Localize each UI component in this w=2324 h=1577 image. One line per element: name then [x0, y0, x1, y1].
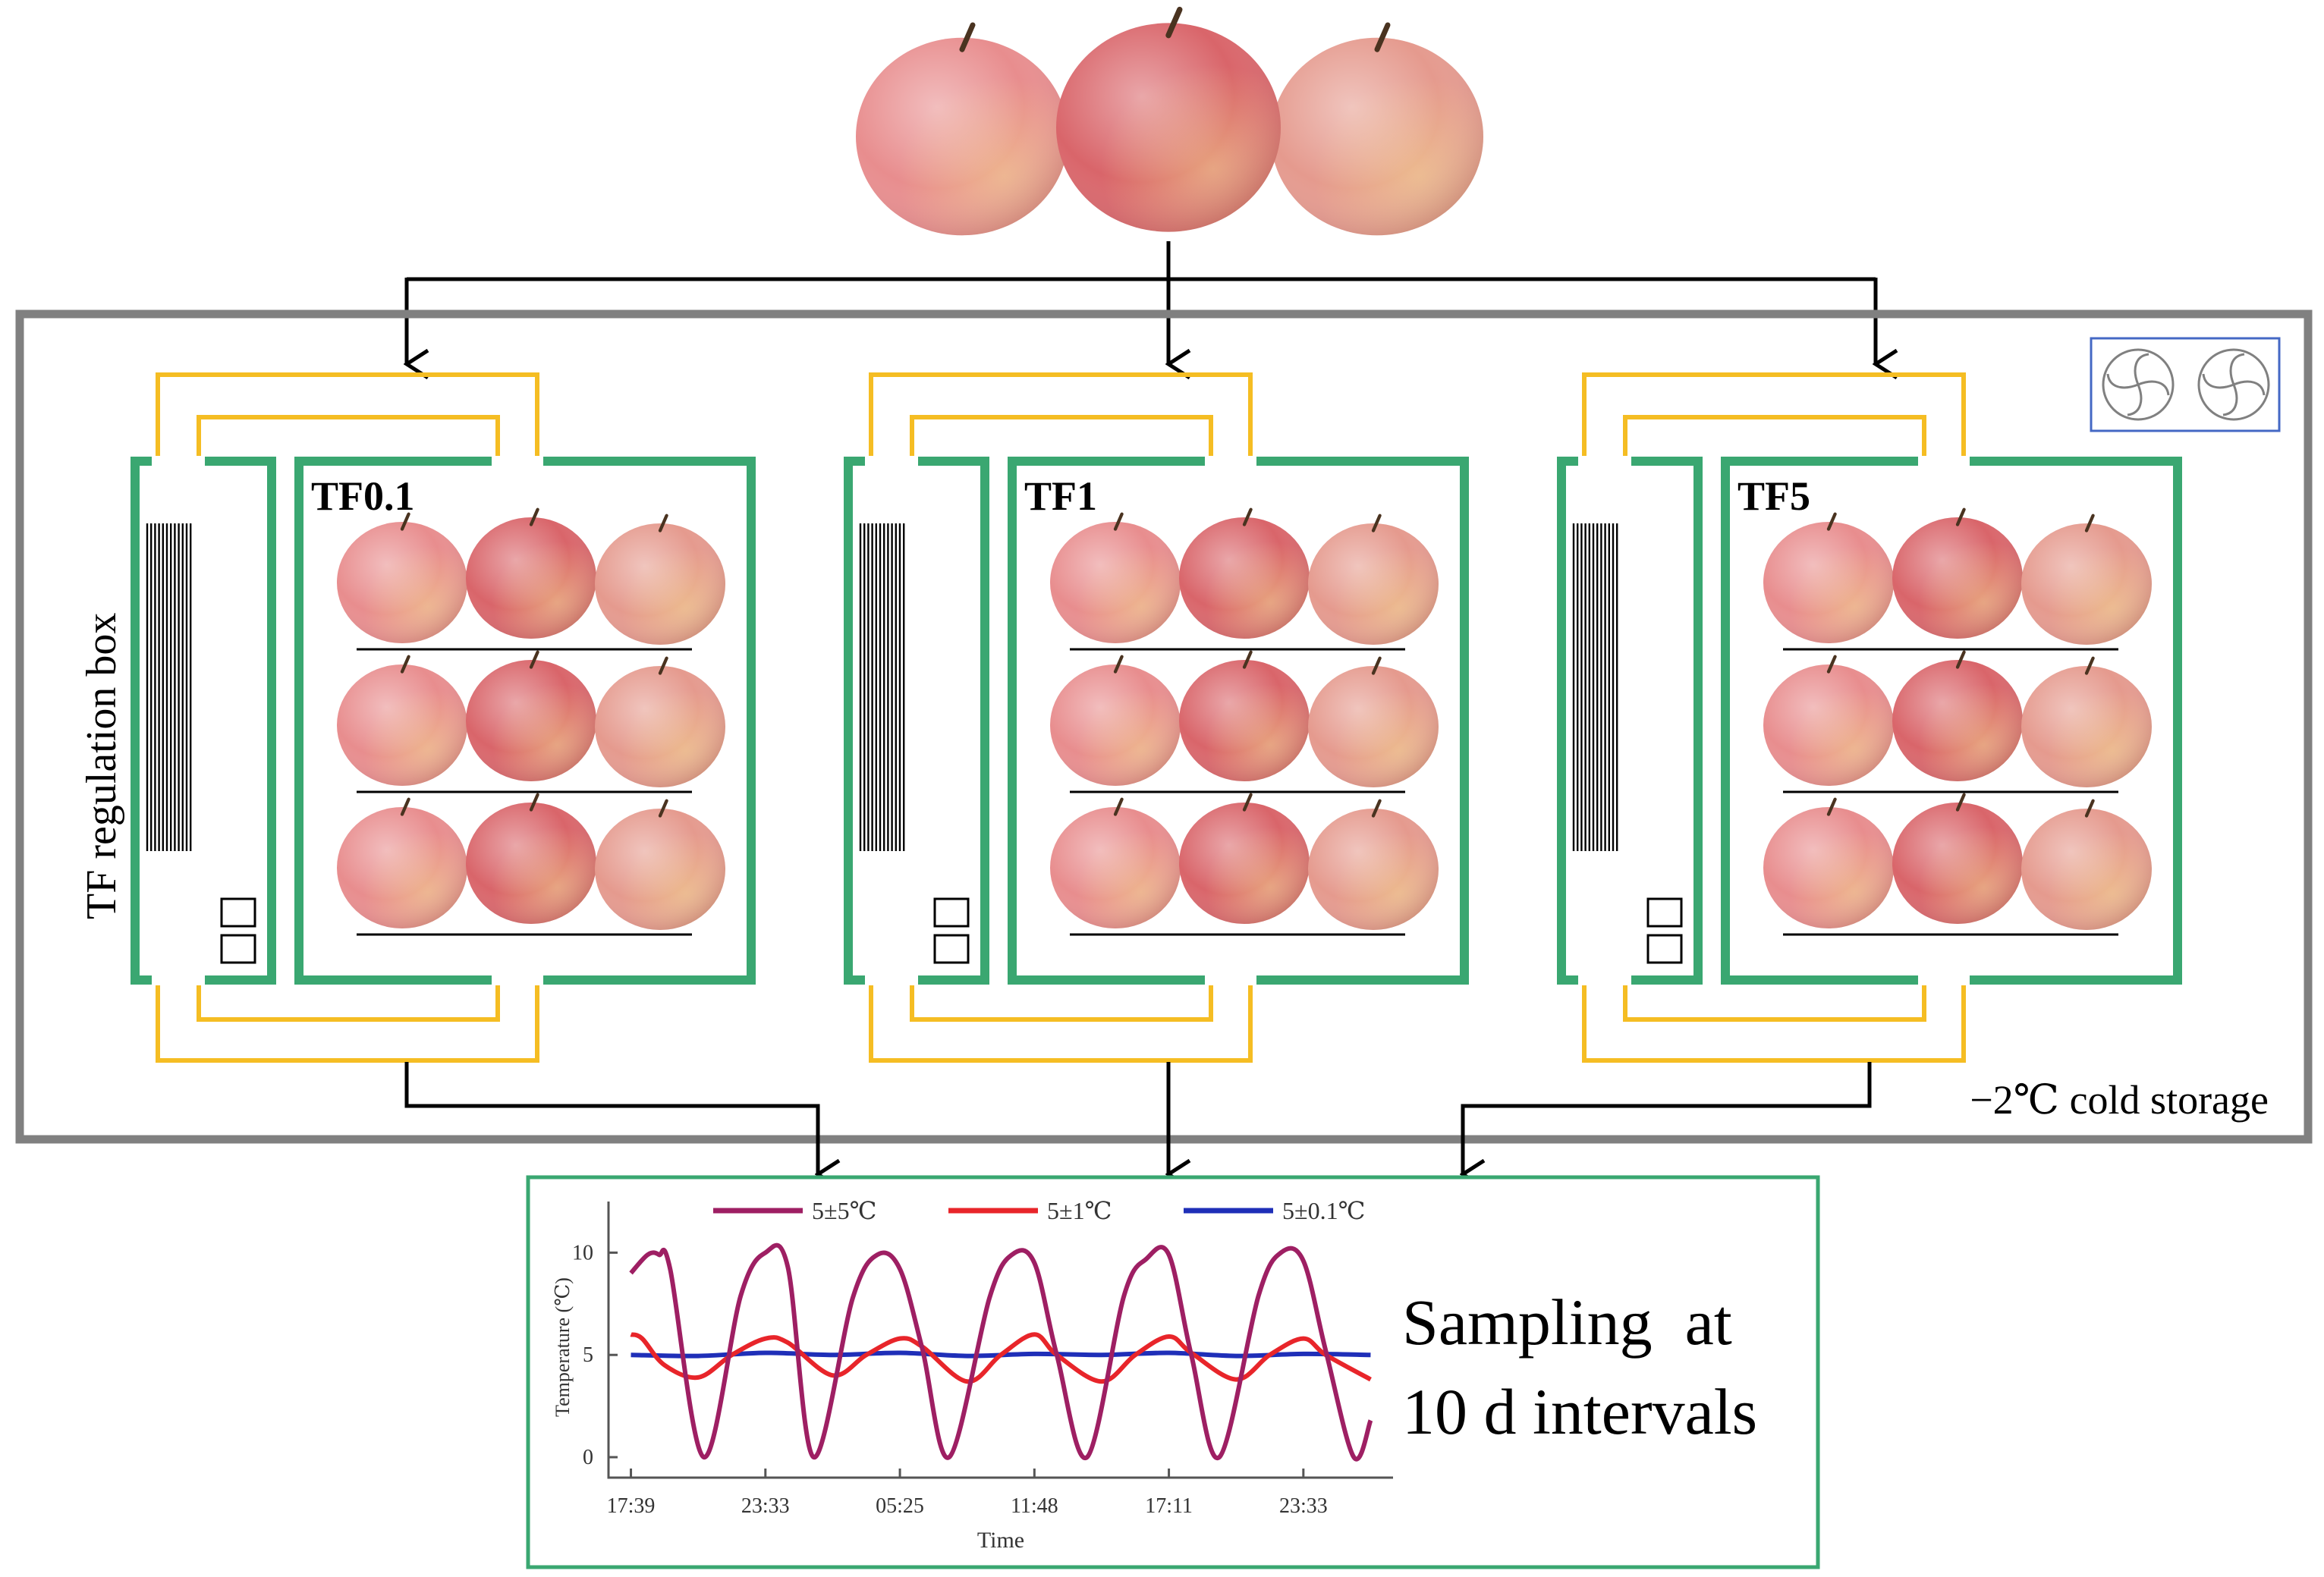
apple-icon	[2021, 514, 2152, 645]
collection-arrows	[404, 1062, 1872, 1174]
air-pipes	[1582, 372, 1966, 1063]
fan-icon	[2102, 348, 2175, 421]
svg-text:5±5℃: 5±5℃	[812, 1197, 876, 1224]
control-switch	[1646, 934, 1683, 964]
apple-icon	[466, 507, 596, 639]
regulation-box	[1557, 457, 1703, 985]
air-pipes	[156, 372, 539, 1063]
fan-unit	[2090, 337, 2281, 432]
fruit-box: TF0.1	[294, 457, 756, 985]
apple-icon	[1892, 507, 2023, 639]
control-switch	[1646, 897, 1683, 928]
apple-icon	[1308, 514, 1439, 645]
x-tick-label: 17:11	[1145, 1494, 1193, 1518]
regulation-box	[131, 457, 276, 985]
distribution-arrows	[407, 241, 1876, 364]
chambers: TF0.1 TF1 TF5	[131, 372, 2182, 1063]
chamber-2: TF1	[844, 372, 1469, 1063]
cold-storage-frame	[15, 309, 2313, 1144]
fruit-box: TF1	[1008, 457, 1469, 985]
control-switch	[933, 934, 970, 964]
legend-entry: 5±0.1℃	[1184, 1197, 1365, 1224]
apple-icon	[595, 799, 725, 930]
apple-icon	[1763, 797, 1894, 928]
control-switch	[220, 934, 256, 964]
apple-icon	[337, 797, 467, 928]
side-label: TF regulation box	[78, 613, 125, 919]
apple-icon	[466, 650, 596, 781]
apple-icon	[595, 514, 725, 645]
series-line	[629, 1242, 1373, 1462]
chamber-1: TF0.1	[131, 372, 756, 1063]
chart-panel	[526, 1175, 1820, 1569]
chart-axes	[607, 1202, 1393, 1479]
x-axis-label: Time	[977, 1528, 1024, 1553]
apple-icon	[1892, 650, 2023, 781]
apple-icon	[1179, 650, 1310, 781]
control-switch	[933, 897, 970, 928]
y-tick-label: 10	[572, 1241, 593, 1264]
apple-icon	[1763, 512, 1894, 643]
apple-icon	[337, 512, 467, 643]
apple-icon	[1892, 793, 2023, 924]
apple-icon	[1308, 656, 1439, 787]
regulation-box	[844, 457, 989, 985]
x-tick-label: 05:25	[876, 1494, 924, 1518]
apple-icon	[1056, 6, 1281, 232]
storage-label: −2℃ cold storage	[1970, 1077, 2269, 1123]
apple-icon	[856, 22, 1068, 236]
x-tick-label: 23:33	[1279, 1494, 1328, 1518]
chamber-label: TF5	[1737, 473, 1810, 519]
apple-icon	[2021, 799, 2152, 930]
heat-exchanger-icon	[1572, 523, 1618, 851]
legend-entry: 5±5℃	[713, 1197, 876, 1224]
chamber-3: TF5	[1557, 372, 2182, 1063]
svg-text:5±1℃: 5±1℃	[1047, 1197, 1112, 1224]
apple-icon	[1050, 655, 1181, 786]
chamber-label: TF1	[1024, 473, 1097, 519]
apple-icon	[2021, 656, 2152, 787]
apple-icon	[1271, 22, 1483, 236]
fan-icon	[2197, 348, 2270, 421]
sampling-line-2: 10 d intervals	[1402, 1375, 1757, 1448]
apple-icon	[1763, 655, 1894, 786]
svg-text:5±0.1℃: 5±0.1℃	[1282, 1197, 1365, 1224]
apple-icon	[1050, 512, 1181, 643]
y-tick-label: 0	[583, 1446, 593, 1469]
apple-icon	[1308, 799, 1439, 930]
apple-icon	[337, 655, 467, 786]
heat-exchanger-icon	[859, 523, 905, 851]
air-pipes	[869, 372, 1253, 1063]
apple-icon	[595, 656, 725, 787]
apple-icon	[1179, 793, 1310, 924]
x-tick-label: 17:39	[607, 1494, 656, 1518]
top-apples	[856, 6, 1483, 236]
x-tick-label: 23:33	[741, 1494, 790, 1518]
apple-icon	[1179, 507, 1310, 639]
apple-icon	[1050, 797, 1181, 928]
control-switch	[220, 897, 256, 928]
y-tick-label: 5	[583, 1343, 593, 1367]
fruit-box: TF5	[1721, 457, 2182, 985]
sampling-line-1: Sampling at	[1402, 1286, 1732, 1359]
apple-icon	[466, 793, 596, 924]
legend-entry: 5±1℃	[948, 1197, 1112, 1224]
x-tick-label: 11:48	[1011, 1494, 1058, 1518]
chamber-label: TF0.1	[311, 473, 415, 519]
heat-exchanger-icon	[146, 523, 192, 851]
y-axis-label: Temperature (℃)	[552, 1277, 574, 1417]
